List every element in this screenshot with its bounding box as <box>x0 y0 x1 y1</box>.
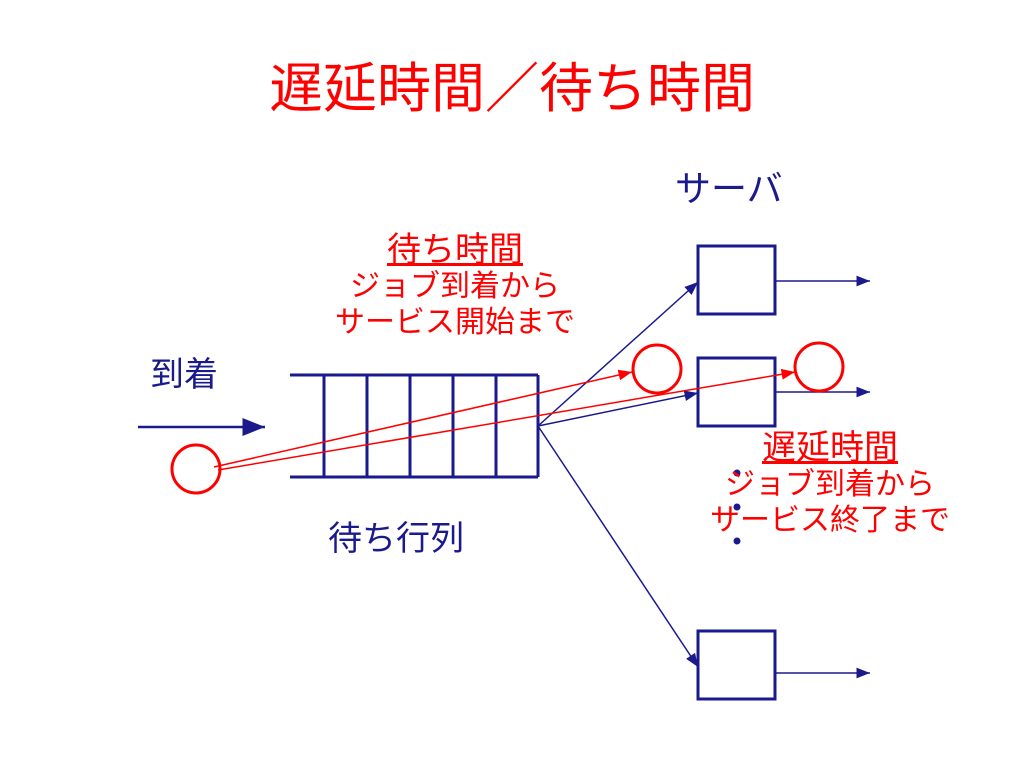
ellipsis-dot <box>733 469 741 477</box>
service-start-job-circle <box>631 343 683 395</box>
server-box-bottom <box>696 629 777 701</box>
delay-time-line: サービス終了まで <box>710 503 950 539</box>
delay-time-heading: 遅延時間 <box>762 428 898 468</box>
dispatch-line-middle <box>537 390 699 427</box>
slide-title: 遅延時間／待ち時間 <box>269 57 755 120</box>
server-box-middle <box>696 356 777 428</box>
wait-time-heading: 待ち時間 <box>387 230 523 270</box>
dispatch-line-top <box>537 281 699 427</box>
delay-time-arrow <box>217 368 796 471</box>
arrival-label: 到着 <box>150 355 218 395</box>
wait-time-arrow <box>213 369 633 468</box>
server-label: サーバ <box>675 169 783 210</box>
dispatch-line-bottom <box>537 425 699 668</box>
server-box-top <box>696 244 777 316</box>
arriving-job-circle <box>170 443 222 495</box>
queue-box <box>290 373 540 479</box>
delay-time-line: ジョブ到着から <box>725 467 935 503</box>
delay-time-callout: 遅延時間 ジョブ到着から サービス終了まで <box>665 428 995 539</box>
ellipsis-dot <box>733 537 741 545</box>
wait-time-line: ジョブ到着から <box>350 269 560 305</box>
service-end-job-circle <box>793 341 845 393</box>
wait-time-callout: 待ち時間 ジョブ到着から サービス開始まで <box>290 230 620 341</box>
wait-time-line: サービス開始まで <box>335 305 575 341</box>
ellipsis-dot <box>733 503 741 511</box>
queue-label: 待ち行列 <box>328 519 464 559</box>
